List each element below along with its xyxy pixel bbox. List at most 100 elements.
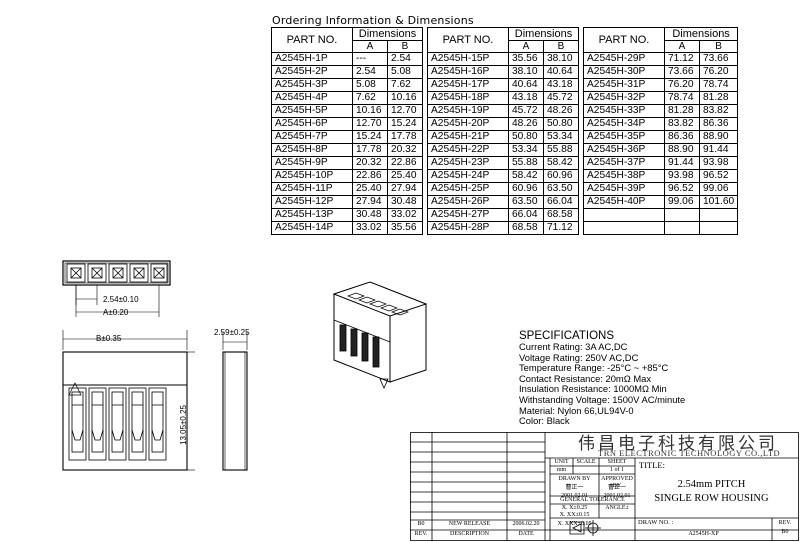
dimension-b-cell [698, 208, 739, 222]
part-number-cell: A2545H-12P [271, 195, 353, 209]
dimension-b-cell: 25.40 [387, 169, 423, 183]
scale-label: SCALE [576, 459, 596, 465]
dimension-a-cell: 88.90 [664, 143, 700, 157]
company-name-en: TRN ELECTRONIC TECHNOLOGY CO.,LTD [598, 448, 781, 458]
dimension-a-cell [664, 221, 700, 235]
dimension-b-cell: 30.48 [387, 195, 423, 209]
dimension-b-cell: 33.02 [387, 208, 423, 222]
title-line-1: 2.54mm PITCH [677, 479, 746, 490]
dimension-a-cell: 68.58 [508, 221, 544, 235]
dimension-a-cell: 25.40 [352, 182, 388, 196]
dimension-a-cell: 91.44 [664, 156, 700, 170]
col-part-no: PART NO. [427, 27, 509, 53]
draw-no: A2545H-XP [688, 531, 719, 537]
col-b: B [698, 40, 739, 53]
part-number-cell: A2545H-4P [271, 91, 353, 105]
part-number-cell [583, 221, 665, 235]
dimension-b-cell: 43.18 [543, 78, 579, 92]
unit-label: UNIT [554, 459, 569, 465]
dimension-a-cell: 35.56 [508, 52, 544, 66]
dimension-b-cell: 22.86 [387, 156, 423, 170]
top-view-drawing [62, 260, 171, 317]
part-number-cell: A2545H-10P [271, 169, 353, 183]
part-number-cell [583, 208, 665, 222]
title-line-2: SINGLE ROW HOUSING [654, 493, 769, 504]
part-number-cell: A2545H-40P [583, 195, 665, 209]
dimension-b-cell: 7.62 [387, 78, 423, 92]
spec-line: Insulation Resistance: 1000MΩ Min [519, 383, 667, 395]
part-number-cell: A2545H-23P [427, 156, 509, 170]
dimension-b-cell: 53.34 [543, 130, 579, 144]
col-dimensions: Dimensions [508, 27, 579, 41]
unit-value: mm [556, 467, 567, 473]
dimension-b-cell: 68.58 [543, 208, 579, 222]
thickness-dimension: 2.59±0.25 [214, 328, 250, 337]
revision-code: B0 [417, 521, 425, 527]
approved-name: 曹正一 [607, 485, 626, 491]
dimension-b-cell: 76.20 [698, 65, 739, 79]
part-number-cell: A2545H-27P [427, 208, 509, 222]
dimension-b-cell: 15.24 [387, 117, 423, 131]
dimension-b-cell: 2.54 [387, 52, 423, 66]
part-number-cell: A2545H-16P [427, 65, 509, 79]
dimension-b-cell: 96.52 [698, 169, 739, 183]
revision-date: 2006.02.20 [512, 521, 540, 527]
dimension-a-cell: --- [352, 52, 388, 66]
part-number-cell: A2545H-21P [427, 130, 509, 144]
part-number-cell: A2545H-2P [271, 65, 353, 79]
dimension-b-cell: 93.98 [698, 156, 739, 170]
b-dimension: B±0.35 [96, 334, 122, 343]
tolerance-xxx: X. XXX±0.05 [557, 521, 592, 527]
dimension-a-cell: 12.70 [352, 117, 388, 131]
title-block-grid [410, 432, 799, 541]
tolerance-x: X. X±0.25 [561, 505, 588, 511]
dimension-a-cell: 2.54 [352, 65, 388, 79]
dimension-b-cell: 60.96 [543, 169, 579, 183]
dimension-a-cell: 43.18 [508, 91, 544, 105]
dimension-b-cell: 55.88 [543, 143, 579, 157]
part-number-cell: A2545H-8P [271, 143, 353, 157]
dimension-a-cell: 99.06 [664, 195, 700, 209]
dimension-b-cell: 12.70 [387, 104, 423, 118]
dimension-b-cell: 88.90 [698, 130, 739, 144]
dimension-b-cell: 71.12 [543, 221, 579, 235]
rev-label: REV. [778, 520, 792, 526]
part-number-cell: A2545H-32P [583, 91, 665, 105]
rev-value: B0 [781, 529, 789, 535]
spec-line: Temperature Range: -25°C ~ +85°C [519, 362, 669, 374]
dimension-a-cell: 76.20 [664, 78, 700, 92]
part-number-cell: A2545H-19P [427, 104, 509, 118]
dimension-a-cell: 55.88 [508, 156, 544, 170]
part-number-cell: A2545H-28P [427, 221, 509, 235]
dimension-b-cell: 83.82 [698, 104, 739, 118]
part-number-cell: A2545H-17P [427, 78, 509, 92]
part-number-cell: A2545H-33P [583, 104, 665, 118]
ordering-title: Ordering Information & Dimensions [272, 14, 474, 27]
dimension-a-cell: 22.86 [352, 169, 388, 183]
dimension-b-cell: 10.16 [387, 91, 423, 105]
dimension-a-cell: 38.10 [508, 65, 544, 79]
part-number-cell: A2545H-25P [427, 182, 509, 196]
dimension-b-cell: 81.28 [698, 91, 739, 105]
specifications-block: SPECIFICATIONS Current Rating: 3A AC,DC … [519, 330, 685, 427]
part-number-cell: A2545H-31P [583, 78, 665, 92]
dimension-a-cell: 78.74 [664, 91, 700, 105]
dimension-b-cell: 5.08 [387, 65, 423, 79]
dimension-b-cell: 101.60 [698, 195, 739, 209]
part-number-cell: A2545H-15P [427, 52, 509, 66]
part-number-cell: A2545H-20P [427, 117, 509, 131]
part-number-cell: A2545H-39P [583, 182, 665, 196]
dimension-b-cell: 73.66 [698, 52, 739, 66]
col-a: A [508, 40, 544, 53]
dimension-a-cell: 53.34 [508, 143, 544, 157]
dimension-b-cell: 66.04 [543, 195, 579, 209]
isometric-view-drawing [332, 281, 428, 389]
dimension-a-cell [664, 208, 700, 222]
dimension-a-cell: 60.96 [508, 182, 544, 196]
part-number-cell: A2545H-7P [271, 130, 353, 144]
